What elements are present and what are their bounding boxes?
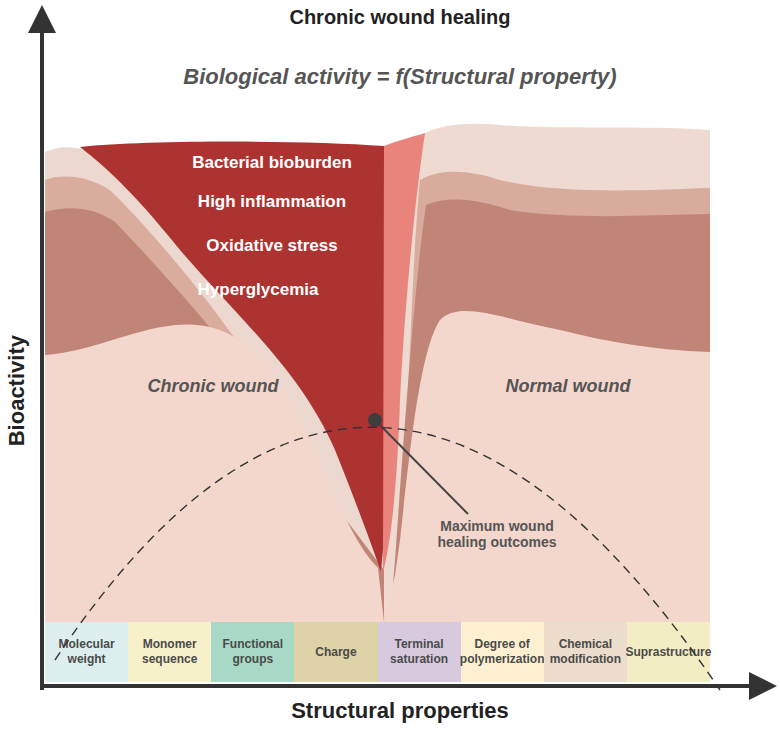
property-box: Suprastructure [627, 622, 710, 682]
property-box: Terminal saturation [378, 622, 461, 682]
property-box: Monomer sequence [128, 622, 211, 682]
property-label: Terminal saturation [382, 637, 457, 667]
axis-title: Structural properties [200, 698, 600, 723]
callout-text: Maximum wound healing outcomes [430, 518, 565, 550]
outer-band [384, 124, 710, 622]
property-label: Degree of polymerization [460, 637, 545, 667]
background-area [384, 311, 710, 622]
region-label: Normal wound [458, 376, 678, 397]
property-label: Functional groups [215, 637, 290, 667]
factor-label: High inflammation [142, 192, 402, 212]
property-label: Chemical modification [548, 637, 623, 667]
property-label: Suprastructure [625, 645, 711, 660]
property-box: Functional groups [211, 622, 294, 682]
middle-band [384, 172, 710, 622]
property-label: Charge [315, 645, 356, 660]
property-label: Molecular weight [49, 637, 124, 667]
factor-label: Hyperglycemia [128, 280, 388, 300]
axis-arrowhead [749, 672, 777, 700]
normal-funnel [383, 133, 425, 572]
factor-label: Oxidative stress [142, 236, 402, 256]
factor-label: Bacterial bioburden [142, 153, 402, 173]
region-label: Chronic wound [103, 376, 323, 397]
x-axis [40, 684, 752, 688]
property-box: Molecular weight [45, 622, 128, 682]
bioactivity-curve [55, 427, 720, 690]
property-label: Monomer sequence [132, 637, 207, 667]
property-box: Chemical modification [544, 622, 627, 682]
formula-subtitle: Biological activity = f(Structural prope… [80, 64, 720, 89]
leader-line [375, 420, 468, 514]
axis-arrowhead [28, 5, 56, 33]
diagram-title: Chronic wound healing [150, 6, 650, 29]
optimum-dot [368, 413, 382, 427]
y-axis [40, 28, 44, 690]
property-box: Charge [294, 622, 377, 682]
property-box: Degree of polymerization [461, 622, 544, 682]
axis-title: Bioactivity [4, 290, 29, 490]
